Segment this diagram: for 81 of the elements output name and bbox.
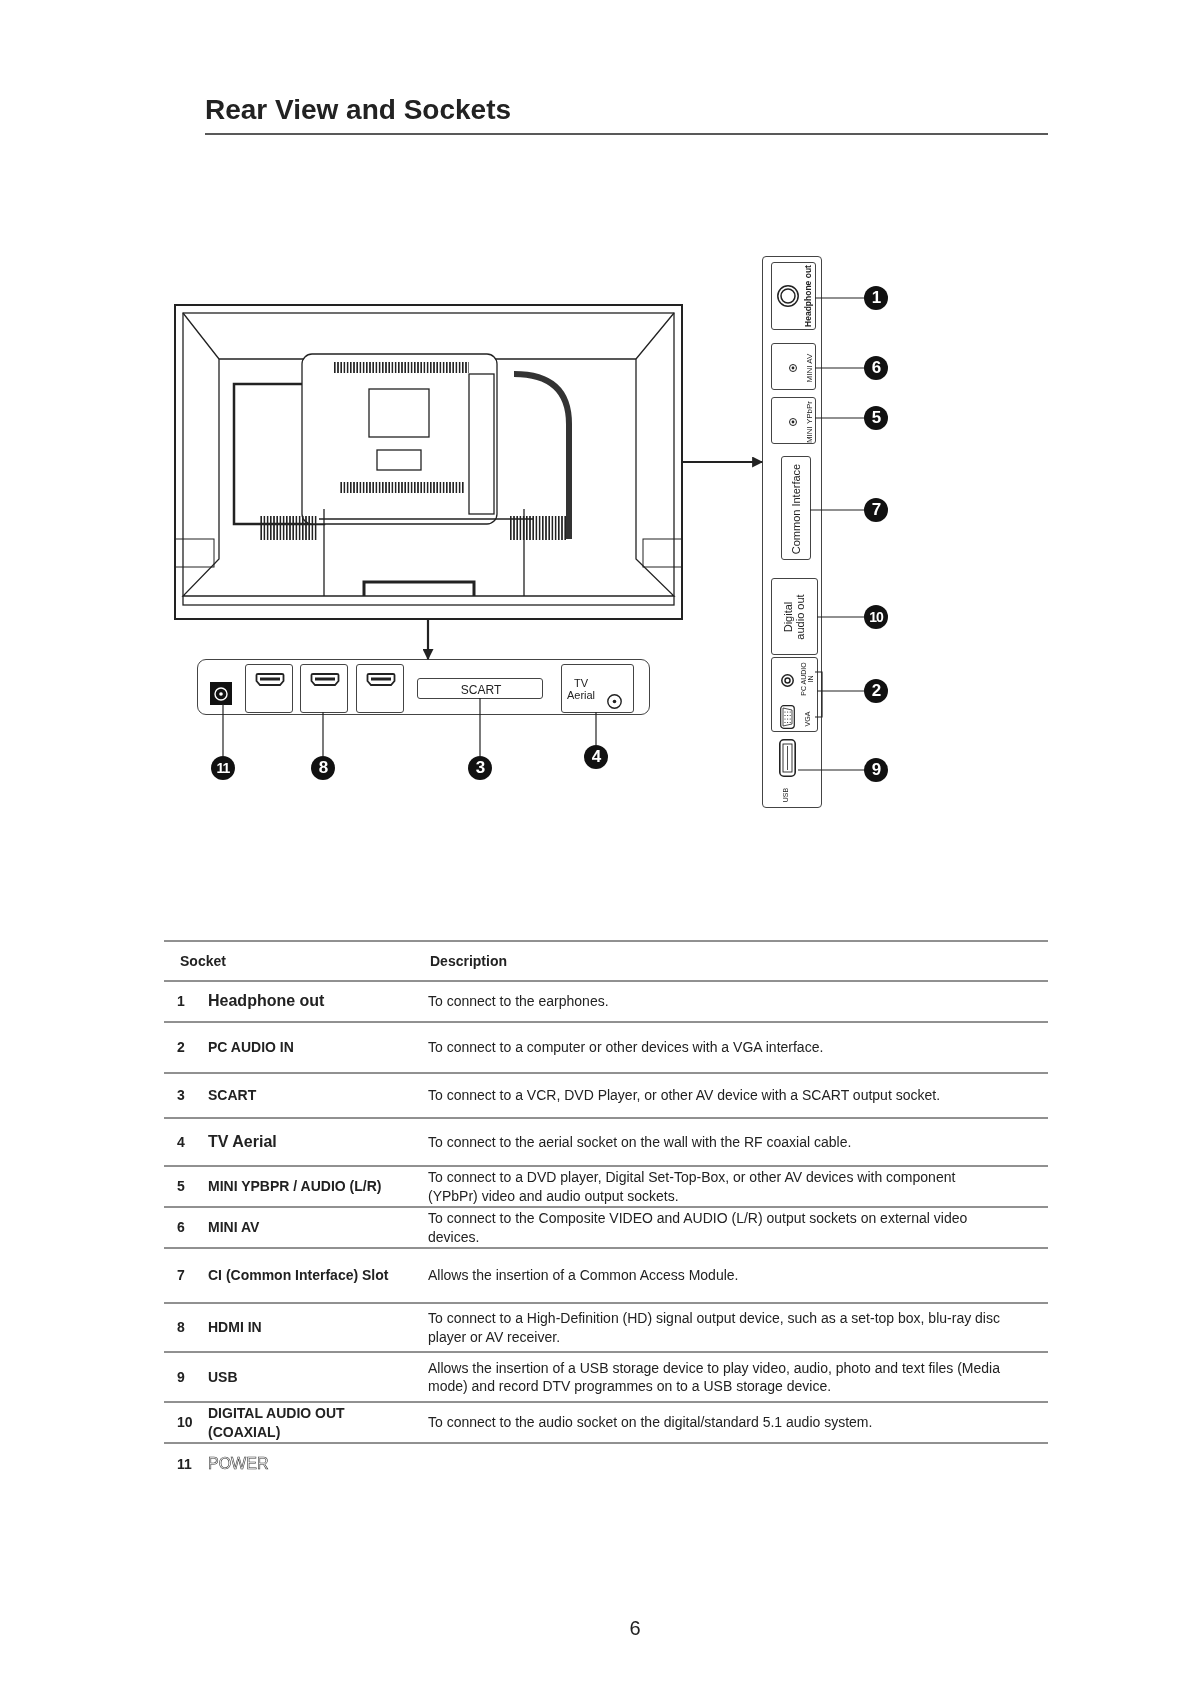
socket-name: MINI AV <box>208 1218 260 1237</box>
socket-description: To connect to the Composite VIDEO and AUDIO (L/R) output sockets on external video devices. <box>428 1209 969 1246</box>
socket-description: To connect to a computer or other devices with a VGA interface. <box>428 1038 824 1057</box>
socket-module <box>771 397 816 444</box>
column-header: Description <box>430 951 507 971</box>
leader-line <box>814 297 865 299</box>
socket-name: MINI YPBPR / AUDIO (L/R) <box>208 1177 382 1196</box>
socket-label: Headphone out <box>803 265 813 327</box>
hdmi-socket <box>356 664 404 713</box>
callout-number: 4 <box>584 745 608 769</box>
socket-description: To connect to a DVD player, Digital Set-Top-Box, or other AV devices with component (YPbPr) video and audio output sockets. <box>428 1168 957 1205</box>
row-number: 6 <box>177 1218 185 1237</box>
socket-module <box>771 343 816 390</box>
row-number: 5 <box>177 1177 185 1196</box>
bottom-socket-panel <box>197 659 650 715</box>
socket-label: MINI YPbPr <box>805 400 815 444</box>
leader-line <box>816 616 865 618</box>
socket-name: SCART <box>208 1086 257 1105</box>
callout-number: 2 <box>864 679 888 703</box>
leader-line <box>222 703 224 757</box>
callout-number: 10 <box>864 605 888 629</box>
socket-description: To connect to a High-Definition (HD) signal output device, such as a set-top box, blu-ray disc player or AV receiver. <box>428 1309 1001 1346</box>
callout-number: 3 <box>468 756 492 780</box>
row-number: 1 <box>177 992 185 1011</box>
row-number: 10 <box>177 1413 193 1432</box>
socket-name: Headphone out <box>208 991 325 1012</box>
socket-name: HDMI IN <box>208 1318 262 1337</box>
card-slot <box>781 456 811 560</box>
hdmi-socket <box>245 664 293 713</box>
socket-description: To connect to the audio socket on the digital/standard 5.1 audio system. <box>428 1413 873 1432</box>
socket-name: DIGITAL AUDIO OUT (COAXIAL) <box>208 1404 346 1441</box>
callout-number: 1 <box>864 286 888 310</box>
socket-label: Common Interface <box>791 463 803 555</box>
socket-name: PC AUDIO IN <box>208 1038 294 1057</box>
leader-line <box>797 769 865 771</box>
socket-description: Allows the insertion of a USB storage device to play video, audio, photo and text files (Media mode) and record DTV programmes on to a USB storage device. <box>428 1358 1001 1396</box>
leader-line <box>595 711 597 746</box>
leader-line <box>814 417 865 419</box>
socket-label: MINI AV <box>805 353 815 383</box>
callout-number: 7 <box>864 498 888 522</box>
column-header: Socket <box>180 951 226 971</box>
socket-module <box>771 262 816 330</box>
callout-number: 8 <box>311 756 335 780</box>
callout-number: 6 <box>864 356 888 380</box>
leader-line <box>816 690 865 692</box>
side-socket-panel <box>762 256 822 808</box>
socket-label: TV Aerial <box>565 678 597 702</box>
socket-module <box>771 657 818 732</box>
row-number: 8 <box>177 1318 185 1337</box>
socket-label: Digital audio out <box>783 593 807 642</box>
row-number: 2 <box>177 1038 185 1057</box>
leader-line <box>809 509 865 511</box>
row-number: 4 <box>177 1132 185 1152</box>
page-title: Rear View and Sockets <box>205 94 512 126</box>
arrow <box>683 456 764 468</box>
socket-name: TV Aerial <box>208 1131 277 1152</box>
row-number: 7 <box>177 1266 185 1285</box>
socket-description: To connect to the aerial socket on the wall with the RF coaxial cable. <box>428 1132 852 1152</box>
socket-description: To connect to a VCR, DVD Player, or other AV device with a SCART output socket. <box>428 1086 941 1105</box>
tv-rear-drawing <box>174 304 683 620</box>
row-number: 3 <box>177 1086 185 1105</box>
scart-socket <box>417 678 543 699</box>
row-number: 9 <box>177 1367 185 1387</box>
row-number: 11 <box>177 1454 192 1474</box>
socket-description: Allows the insertion of a Common Access Module. <box>428 1266 739 1285</box>
callout-number: 9 <box>864 758 888 782</box>
leader-line <box>479 697 481 757</box>
socket-name: CI (Common Interface) Slot <box>208 1266 389 1285</box>
socket-name: USB <box>208 1367 238 1387</box>
socket-name: POWER <box>208 1453 269 1474</box>
callout-number: 5 <box>864 406 888 430</box>
hdmi-socket <box>300 664 348 713</box>
leader-line <box>322 711 324 757</box>
socket-module <box>771 578 818 655</box>
arrow <box>422 620 434 661</box>
callout-number: 11 <box>211 756 235 780</box>
page-number: 6 <box>628 1617 642 1640</box>
socket-label: SCART <box>460 683 502 696</box>
leader-line <box>814 367 865 369</box>
aerial-socket <box>561 664 634 713</box>
socket-description: To connect to the earphones. <box>428 992 609 1011</box>
